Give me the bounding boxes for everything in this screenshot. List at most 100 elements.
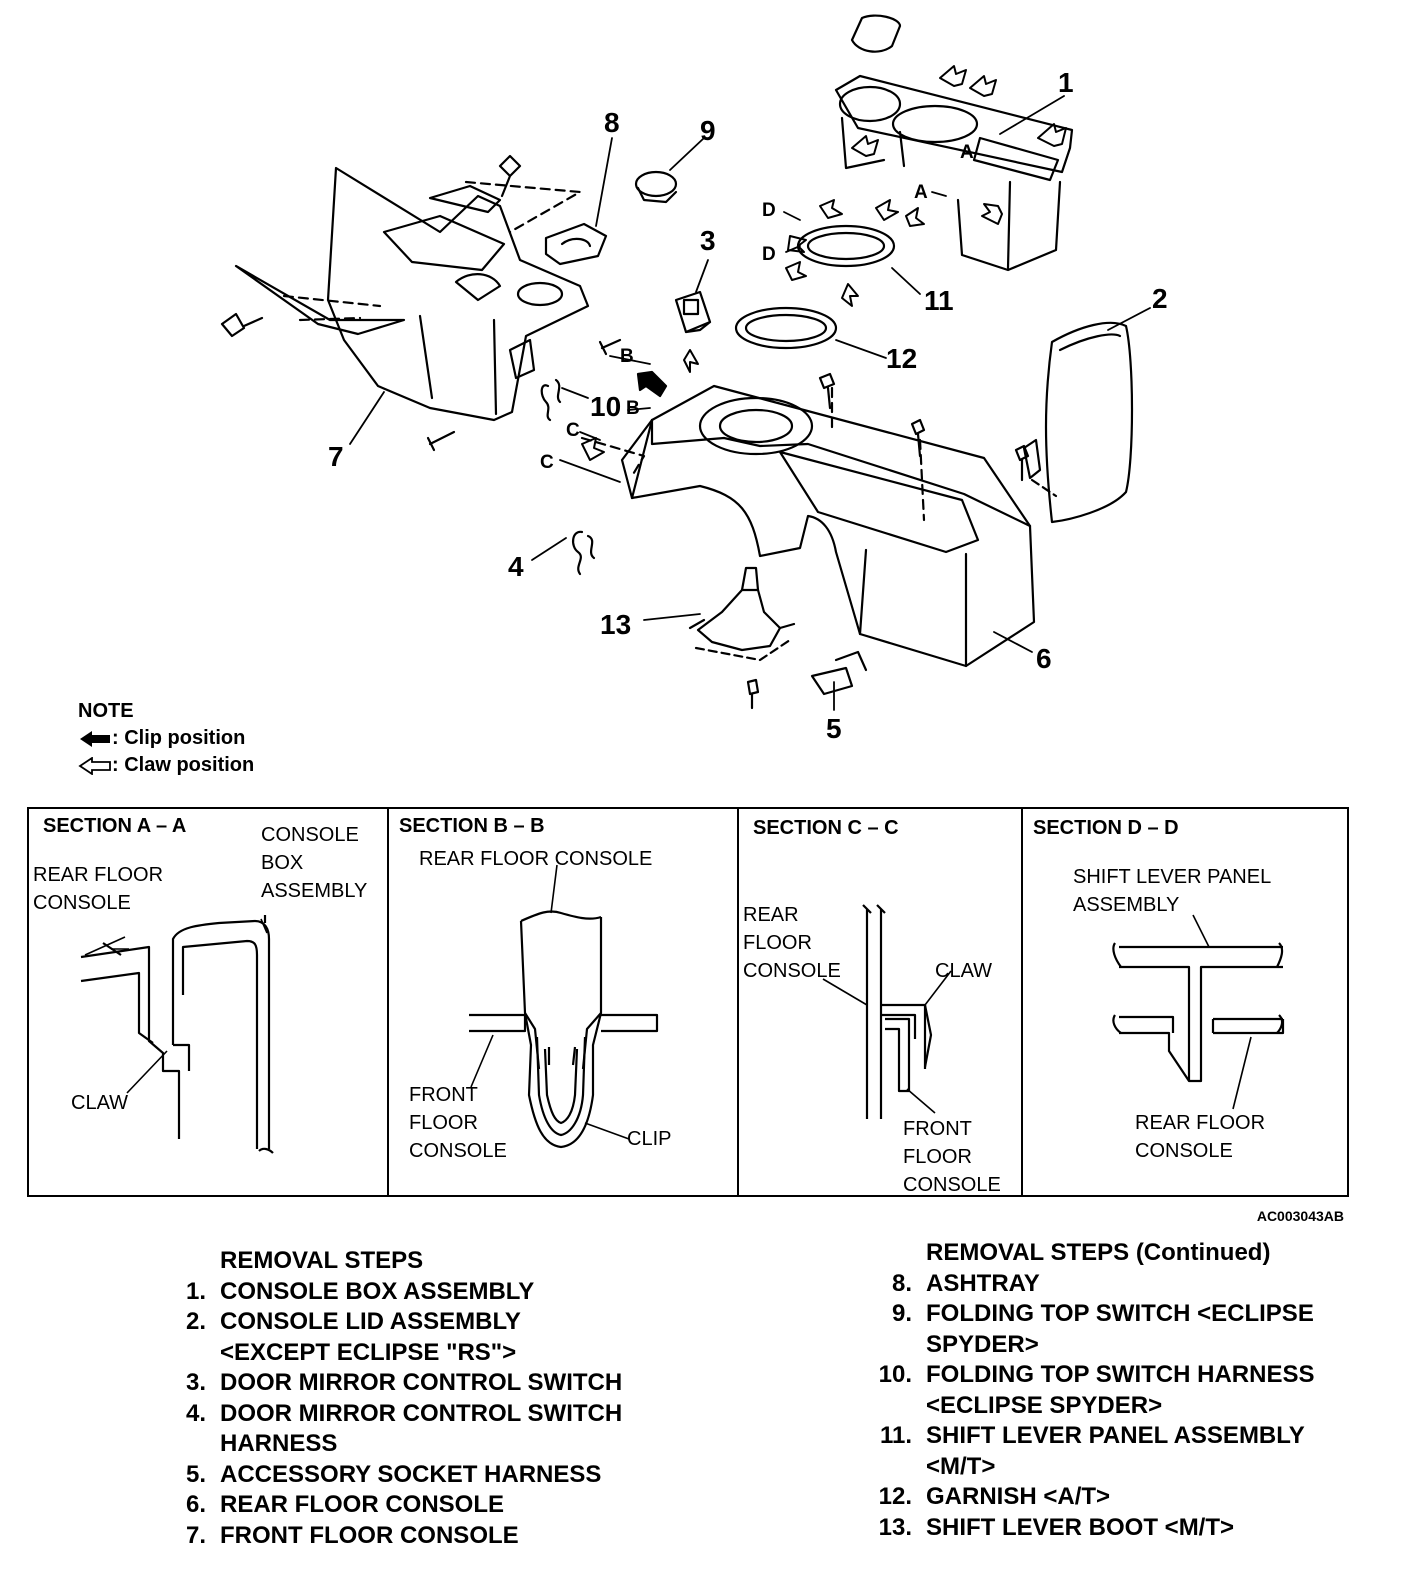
removal-step: 4. DOOR MIRROR CONTROL SWITCH HARNESS [158,1399,718,1460]
section-c-claw-label: CLAW [935,960,993,982]
door-mirror-switch-part [674,290,712,334]
callout-labels: 1 2 3 4 5 6 7 8 9 10 11 12 13 [328,67,1168,744]
clip-position-label: : Clip position [112,727,246,749]
removal-step: 1.CONSOLE BOX ASSEMBLY [158,1277,718,1308]
solid-arrow-icon [80,730,110,747]
section-a-console-box-label: CONSOLE BOX ASSEMBLY [261,824,368,902]
callout-2: 2 [1152,283,1168,314]
claw-position-label: : Claw position [112,754,255,776]
marker-c-1: C [566,420,580,441]
step-number: 5. [185,1460,206,1488]
section-a-claw-label: CLAW [71,1092,129,1114]
note-legend: NOTE : Clip position : Claw position [78,698,254,779]
step-number: 6. [185,1491,206,1518]
section-c-front-console-label: FRONT FLOOR CONSOLE [903,1118,1001,1196]
harness-4-part [572,530,596,576]
removal-steps-left: REMOVAL STEPS 1.CONSOLE BOX ASSEMBLY 2.C… [158,1246,718,1551]
callout-5: 5 [826,713,842,744]
section-b-rear-console-label: REAR FLOOR CONSOLE [419,848,653,870]
removal-step: 6. REAR FLOOR CONSOLE [158,1490,718,1521]
step-number: 2. [185,1308,206,1335]
step-text: FOLDING TOP SWITCH HARNESS <ECLIPSE SPYD… [926,1361,1315,1419]
step-number: 4. [185,1399,206,1427]
step-number: 11. [879,1422,912,1449]
step-text: ASHTRAY [926,1269,1040,1297]
section-d-panel-label: SHIFT LEVER PANEL ASSEMBLY [1073,866,1272,916]
marker-b-2: B [626,398,640,419]
folding-top-switch-part [634,170,678,204]
marker-a-2: A [914,182,928,203]
section-a-title: SECTION A – A [43,815,187,837]
marker-a-1: A [960,142,974,163]
callout-9: 9 [700,115,716,146]
section-d-panel: SECTION D – D SHIFT LEVER PANEL ASSEMBLY… [1023,809,1347,1195]
removal-step: 5. ACCESSORY SOCKET HARNESS [158,1460,718,1491]
step-text: SHIFT LEVER PANEL ASSEMBLY <M/T> [926,1422,1305,1480]
section-b-front-console-label: FRONT FLOOR CONSOLE [409,1084,507,1162]
screw-icons [220,154,1030,710]
callout-4: 4 [508,551,524,582]
section-a-drawing [80,915,274,1154]
removal-step: 11. SHIFT LEVER PANEL ASSEMBLY <M/T> [864,1421,1384,1482]
rear-floor-console-part [620,384,1036,668]
figure-code: AC003043AB [1256,1208,1344,1224]
removal-steps-continued-title: REMOVAL STEPS (Continued) [926,1239,1271,1266]
section-c-rear-console-label: REAR FLOOR CONSOLE [743,904,841,982]
callout-3: 3 [700,225,716,256]
shift-panel-part [796,224,896,268]
section-c-panel: SECTION C – C REAR FLOOR CONSOLE CLAW FR… [739,809,1023,1196]
removal-steps-right: REMOVAL STEPS (Continued) 8. ASHTRAY 9. FO… [864,1238,1384,1543]
removal-step: 10. FOLDING TOP SWITCH HARNESS <ECLIPSE S… [864,1360,1384,1421]
step-text: DOOR MIRROR CONTROL SWITCH [220,1369,623,1396]
console-box-assembly-part [834,14,1074,272]
step-number: 13. [878,1513,912,1541]
step-text: FRONT FLOOR CONSOLE [220,1521,519,1549]
clip-arrow-icon [636,370,668,398]
section-c-title: SECTION C – C [753,817,899,839]
callout-13: 13 [600,609,631,640]
marker-c-2: C [540,452,554,473]
marker-d-2: D [762,244,776,265]
step-number: 3. [185,1369,206,1396]
front-floor-console-part [234,166,590,422]
section-d-title: SECTION D – D [1033,817,1179,839]
section-panels: SECTION A – A REAR FLOOR CONSOLE CONSOLE… [27,807,1349,1197]
callout-12: 12 [886,343,917,374]
socket-harness-part [810,650,868,696]
marker-d-1: D [762,200,776,221]
step-number: 8. [891,1269,912,1297]
step-text: GARNISH <A/T> [926,1483,1111,1510]
callout-10: 10 [590,391,621,422]
harness-10-part [540,378,562,422]
step-text: ACCESSORY SOCKET HARNESS [220,1460,602,1488]
callout-6: 6 [1036,643,1052,674]
step-text: SHIFT LEVER BOOT <M/T> [926,1513,1235,1541]
section-b-title: SECTION B – B [399,815,545,837]
section-a-rear-console-label: REAR FLOOR CONSOLE [33,864,164,914]
removal-step: 7.FRONT FLOOR CONSOLE [158,1521,718,1552]
section-d-drawing [1112,914,1285,1110]
callout-8: 8 [604,107,620,138]
step-text: REAR FLOOR CONSOLE [220,1491,505,1518]
callout-11: 11 [924,285,954,316]
section-b-clip-label: CLIP [627,1128,672,1150]
marker-b-1: B [620,346,634,367]
callout-1: 1 [1058,67,1074,98]
step-number: 9. [891,1300,912,1327]
step-number: 10. [878,1361,912,1388]
step-text: FOLDING TOP SWITCH <ECLIPSE SPYDER> [926,1300,1314,1358]
claw-arrow-icons [581,65,1067,461]
shift-boot-part [688,566,796,662]
removal-step: 13. SHIFT LEVER BOOT <M/T> [864,1513,1384,1544]
step-text: DOOR MIRROR CONTROL SWITCH HARNESS [220,1399,623,1458]
garnish-part [734,306,838,350]
leader-lines [349,95,1151,711]
step-text: CONSOLE LID ASSEMBLY <EXCEPT ECLIPSE "RS… [220,1308,521,1366]
guide-lines [282,180,926,522]
removal-step: 2. CONSOLE LID ASSEMBLY <EXCEPT ECLIPSE "… [158,1307,718,1368]
removal-step: 3. DOOR MIRROR CONTROL SWITCH [158,1368,718,1399]
removal-step: 12.GARNISH <A/T> [864,1482,1384,1513]
step-text: CONSOLE BOX ASSEMBLY [220,1277,535,1305]
section-marker-labels: A A D D B B C C [540,142,974,473]
callout-7: 7 [328,441,344,472]
